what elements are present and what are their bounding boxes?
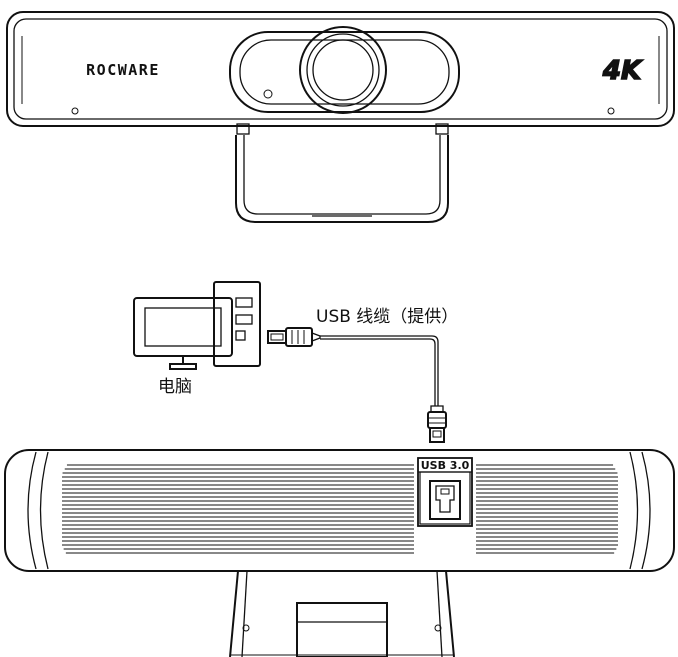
- computer-icon: [133, 281, 261, 370]
- camera-front-view: ROCWARE 4K: [6, 11, 675, 223]
- lens-assembly: [229, 26, 460, 114]
- cable-label: USB 线缆（提供）: [316, 307, 458, 327]
- usb-port-label: USB 3.0: [421, 459, 470, 472]
- camera-body: [6, 11, 675, 127]
- camera-mount: [235, 123, 449, 223]
- camera-stand: [229, 570, 455, 657]
- vent-grille: [62, 464, 618, 554]
- computer-label: 电脑: [158, 377, 192, 397]
- usb-cable: [267, 327, 447, 443]
- usb-port: USB 3.0: [417, 457, 473, 527]
- camera-rear-view: USB 3.0: [4, 449, 675, 657]
- brand-logo-text: ROCWARE: [86, 61, 160, 79]
- resolution-badge: 4K: [602, 56, 643, 86]
- camera-rear-body: [4, 449, 675, 572]
